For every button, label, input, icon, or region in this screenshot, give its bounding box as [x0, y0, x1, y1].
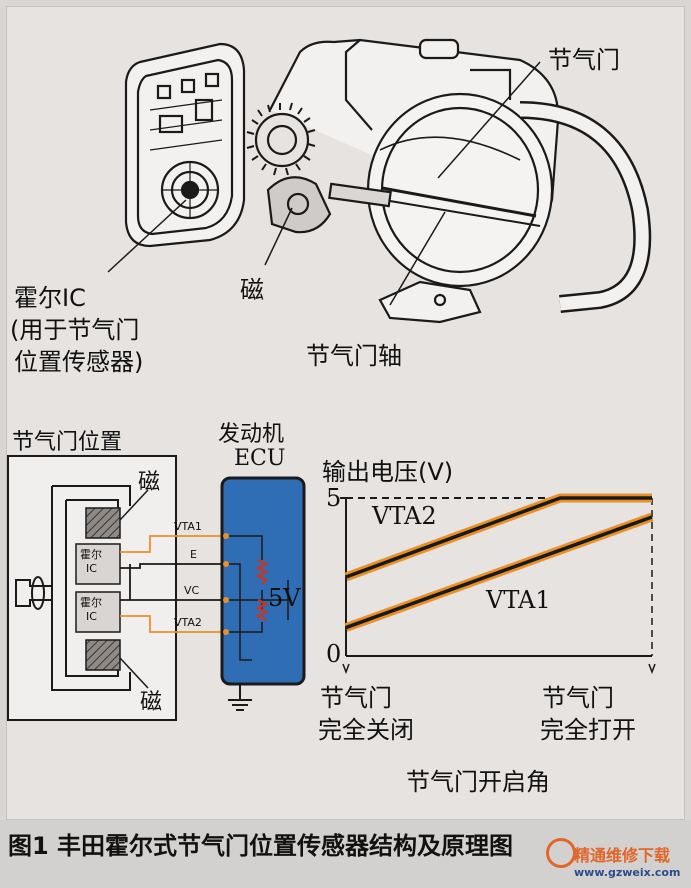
series-vta1-line — [345, 515, 653, 630]
magnet-top-label: 磁 — [138, 470, 161, 495]
watermark-url: www.gzweix.com — [574, 866, 681, 879]
figure-caption: 图1 丰田霍尔式节气门位置传感器结构及原理图 — [8, 832, 514, 860]
hall-ic-note-line2: 位置传感器) — [14, 348, 144, 376]
y-tick-0: 0 — [326, 640, 342, 668]
series-vta2-line — [345, 496, 652, 579]
wire-vc-label: VC — [184, 584, 200, 597]
wire-vta1-label: VTA1 — [174, 520, 202, 533]
leader-lines — [107, 61, 541, 306]
x-start-label-line1: 节气门 — [320, 684, 392, 712]
magnet-top — [85, 507, 121, 539]
x-end-label-line2: 完全打开 — [540, 716, 636, 744]
chart-xlabel: 节气门开启角 — [406, 768, 550, 796]
watermark-logo-icon — [546, 838, 576, 868]
hall-ic-1 — [75, 543, 121, 585]
hall-ic-2 — [75, 591, 121, 633]
supply-voltage-label: 5V — [268, 584, 301, 612]
ecu-title-line2: ECU — [234, 446, 286, 471]
hall-ic-1-label-2: IC — [86, 562, 97, 575]
sensor-cover — [124, 42, 246, 248]
wire-e-label: E — [190, 548, 197, 561]
x-start-label-line2: 完全关闭 — [318, 716, 414, 744]
magnet-label: 磁 — [240, 276, 264, 304]
magnet-bottom — [85, 639, 121, 671]
end-arrow-icon — [648, 663, 656, 675]
series-label-vta1: VTA1 — [486, 586, 551, 614]
hall-ic-2-label-2: IC — [86, 610, 97, 623]
hall-ic-label: 霍尔IC — [14, 284, 86, 312]
hall-ic-note-line1: (用于节气门 — [10, 316, 140, 344]
ground-icon — [228, 684, 252, 711]
throttle-shaft-label: 节气门轴 — [306, 342, 402, 370]
y-tick-5: 5 — [326, 484, 342, 512]
hall-ic-2-label-1: 霍尔 — [80, 596, 102, 609]
throttle-body — [246, 38, 652, 324]
watermark-text: 精通维修下载 — [574, 846, 671, 865]
magnet-bottom-label: 磁 — [140, 690, 163, 715]
hall-ic-1-label-1: 霍尔 — [80, 548, 102, 561]
ecu-title-line1: 发动机 — [218, 422, 285, 447]
series-label-vta2: VTA2 — [372, 502, 437, 530]
circuit-title: 节气门位置 — [12, 430, 123, 455]
throttle-valve-label: 节气门 — [548, 46, 620, 74]
wire-vta2-label: VTA2 — [174, 616, 202, 629]
x-end-label-line1: 节气门 — [542, 684, 614, 712]
chart-ylabel: 输出电压(V) — [322, 458, 454, 486]
start-arrow-icon — [342, 663, 350, 675]
